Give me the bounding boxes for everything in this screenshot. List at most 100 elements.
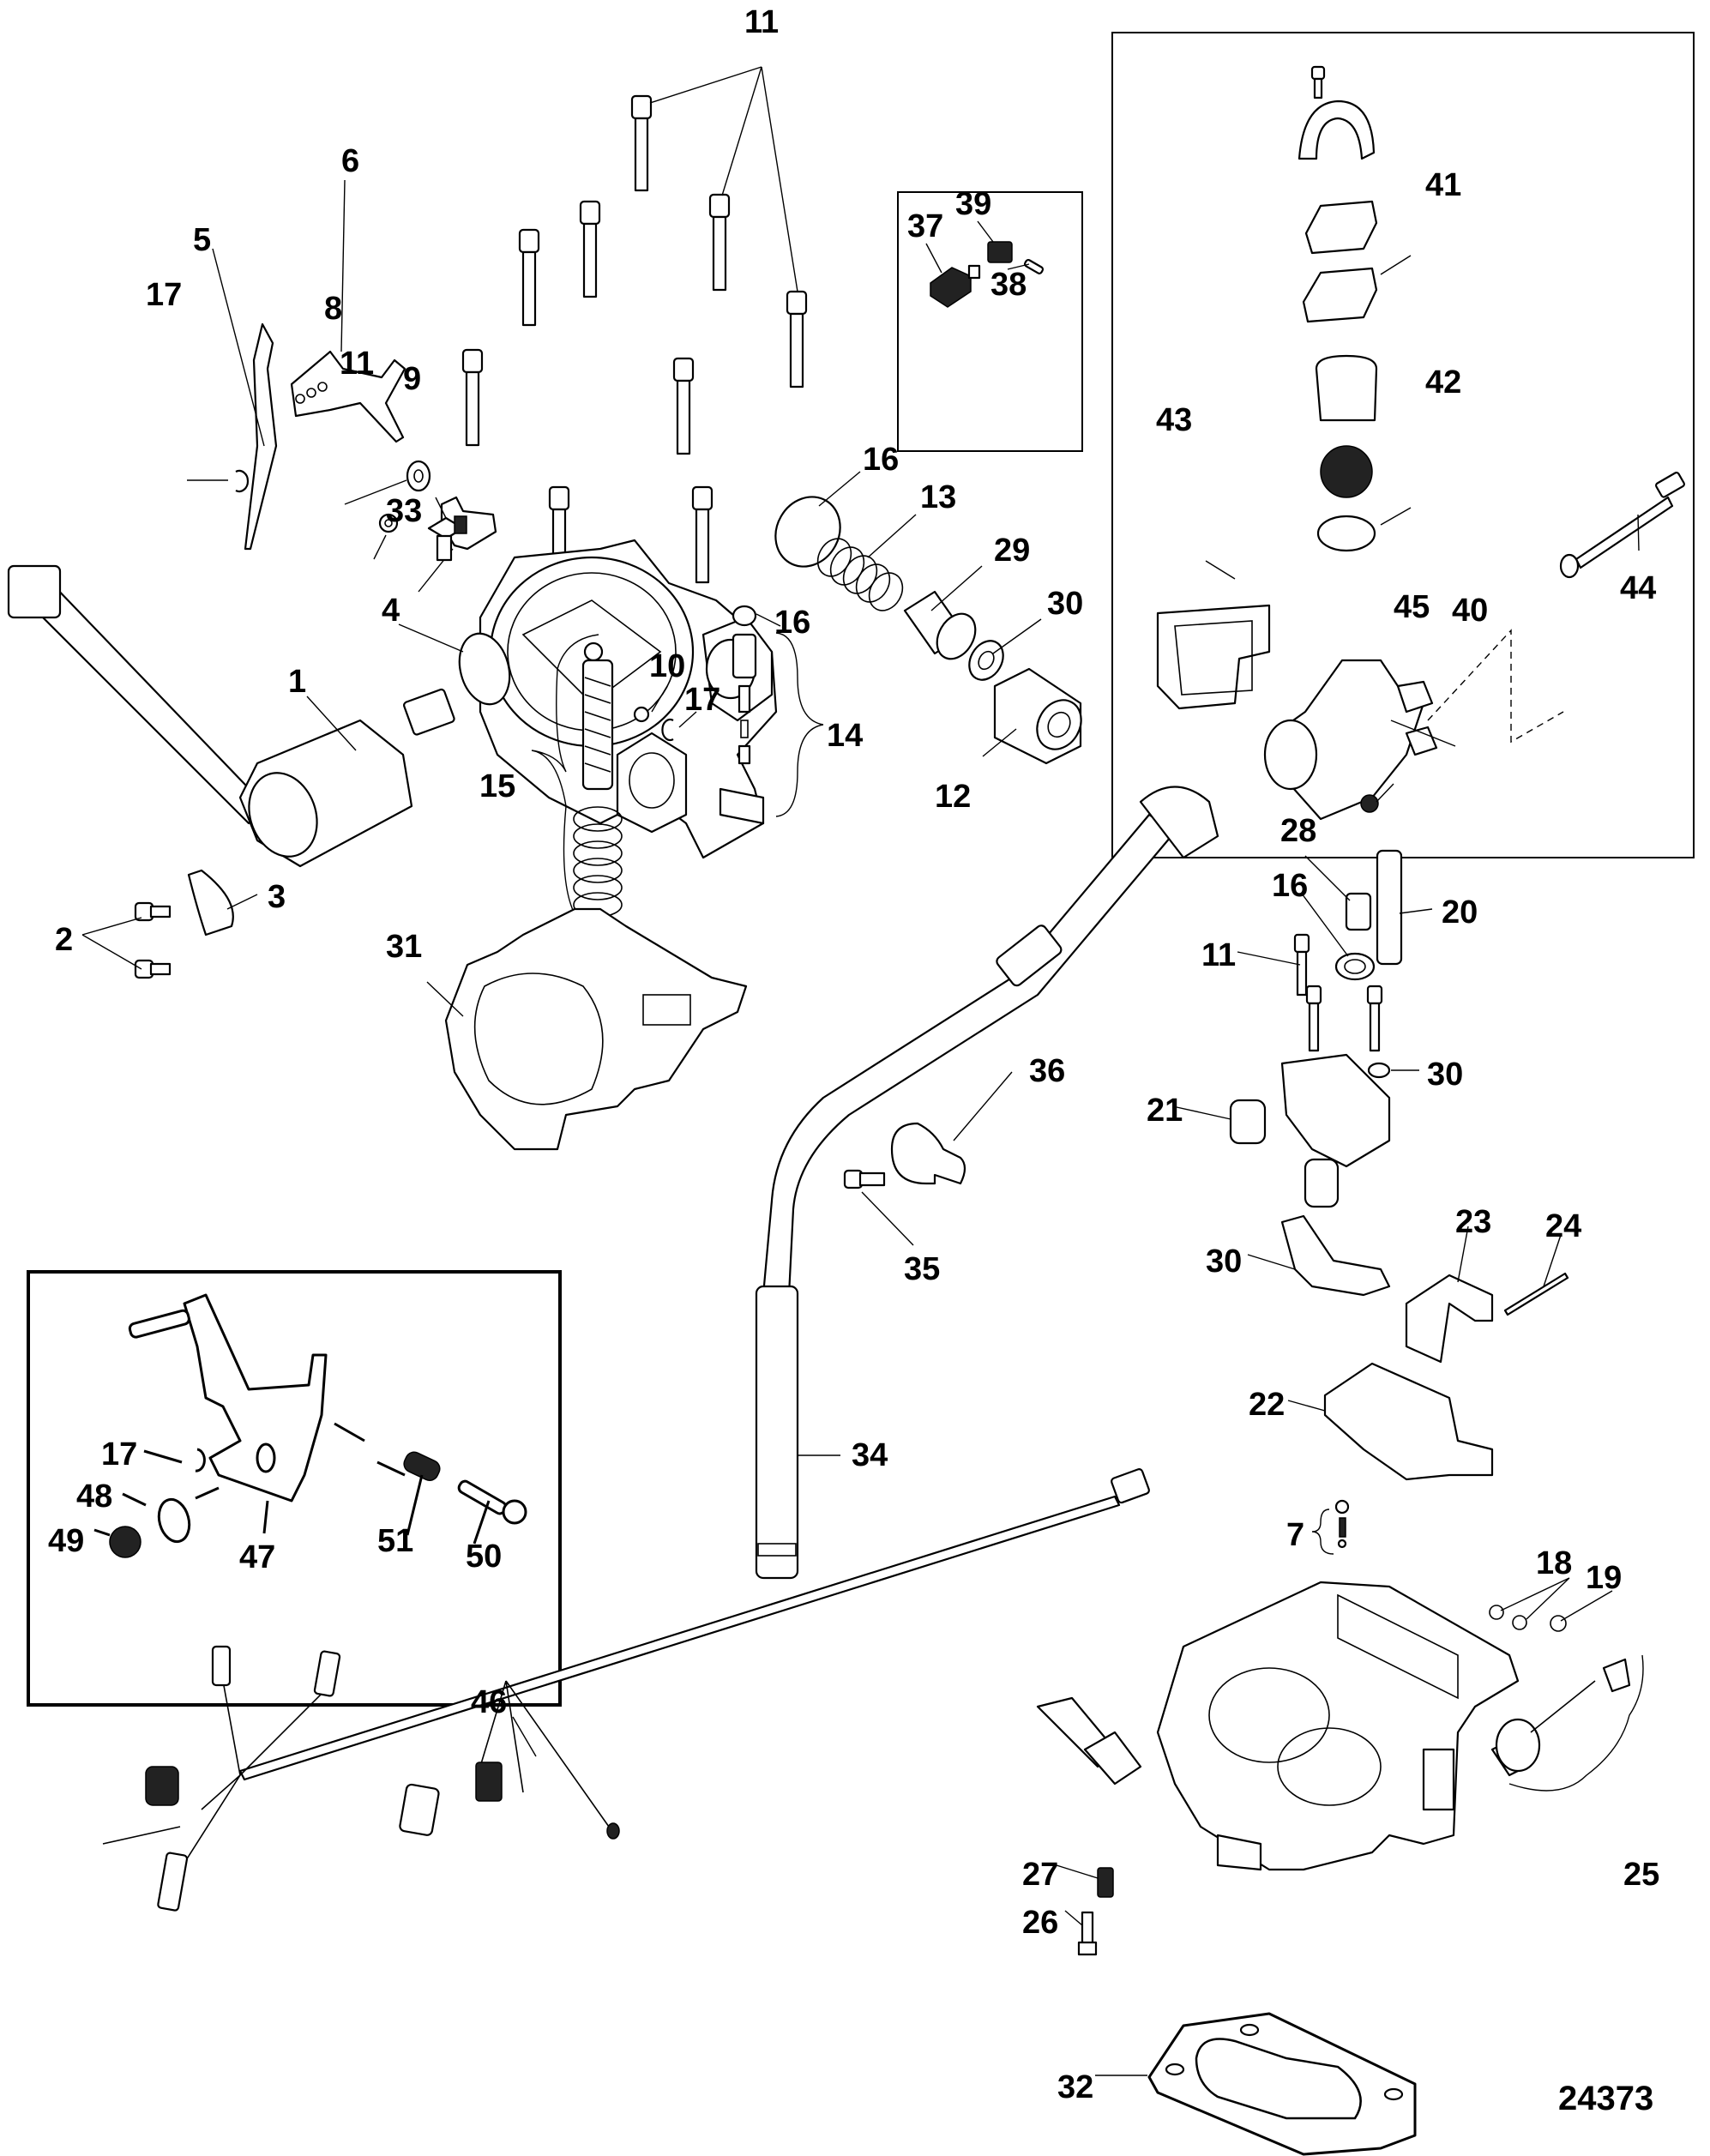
washer-30-inlet: [968, 640, 1004, 681]
reference-number: 24373: [1558, 2080, 1653, 2117]
callout-27: 27: [1022, 1857, 1058, 1893]
callout-26: 26: [1022, 1905, 1058, 1941]
nut-49: [109, 1526, 141, 1558]
gasket-31: [444, 907, 748, 1151]
power-valve-14: [732, 632, 824, 817]
callout-29: 29: [994, 533, 1030, 569]
callout-5: 5: [193, 222, 211, 258]
connector-39: [987, 241, 1013, 263]
callout-14: 14: [827, 718, 863, 754]
retainer-10: [633, 706, 650, 723]
callout-40: 40: [1452, 593, 1488, 629]
clip-17-top: [235, 469, 250, 493]
fitting-33: [427, 515, 467, 562]
tube-20: [1376, 849, 1403, 966]
valve-28: [1345, 892, 1372, 931]
choke-lever-5: [244, 322, 278, 551]
callout-41: 41: [1425, 167, 1461, 203]
callout-28: 28: [1280, 813, 1316, 849]
pin-38: [1023, 258, 1045, 274]
callout-42: 42: [1425, 364, 1461, 400]
gasket-32: [1147, 2012, 1417, 2156]
throttle-lever-inset-frame: [27, 1270, 562, 1707]
callout-4: 4: [382, 593, 400, 629]
bolts-11-lower: [1293, 933, 1383, 1052]
thermostat-housing-parts: [1156, 65, 1685, 821]
callout-36: 36: [1029, 1053, 1065, 1089]
callout-12: 12: [935, 779, 971, 815]
callout-37: 37: [907, 208, 943, 244]
spring-13: [816, 538, 904, 611]
callout-23: 23: [1455, 1204, 1491, 1240]
filter-29: [903, 590, 977, 660]
callout-17: 17: [684, 682, 720, 718]
carburetor-upper-body: [479, 539, 778, 859]
thermostat-inset-frame: [1111, 32, 1695, 858]
callout-50: 50: [466, 1539, 502, 1575]
sensor-inset-frame: [897, 191, 1083, 452]
callout-33: 33: [386, 493, 422, 529]
callout-35: 35: [904, 1251, 940, 1287]
screws-18: [1489, 1605, 1527, 1630]
float-21: [1229, 1053, 1391, 1208]
clip-17-inset: [195, 1448, 206, 1472]
callout-16: 16: [863, 442, 899, 478]
screw-19: [1550, 1615, 1567, 1632]
callout-31: 31: [386, 929, 422, 965]
screw-35: [843, 1169, 886, 1189]
callout-6: 6: [341, 143, 359, 179]
callout-9: 9: [403, 361, 421, 397]
screws-2: [81, 901, 172, 979]
callout-13: 13: [920, 479, 956, 515]
choke-bracket-6: [290, 350, 406, 443]
callout-38: 38: [990, 267, 1027, 303]
callout-10: 10: [649, 648, 685, 684]
callout-15: 15: [479, 768, 515, 804]
callout-16: 16: [1272, 868, 1308, 904]
vent-tube-34: [755, 786, 1219, 1580]
accelerator-pump-15: [531, 634, 623, 936]
inlet-nut-12: [993, 667, 1082, 765]
callout-21: 21: [1147, 1093, 1183, 1129]
screw-11-small: [378, 513, 399, 533]
callout-48: 48: [76, 1478, 112, 1515]
screw-26: [1077, 1911, 1098, 1956]
pin-24: [1503, 1272, 1569, 1316]
callout-25: 25: [1623, 1857, 1659, 1893]
carburetor-lower-body: [1036, 1581, 1520, 1871]
bolt-group-11: [461, 66, 808, 584]
callout-1: 1: [288, 664, 306, 700]
temp-sensor-37: [930, 264, 981, 308]
callout-51: 51: [377, 1523, 413, 1559]
spring-51: [403, 1451, 441, 1481]
callout-30: 30: [1047, 586, 1083, 622]
spring-27: [1097, 1867, 1114, 1898]
throttle-lever-47: [128, 1293, 328, 1503]
callout-43: 43: [1156, 402, 1192, 438]
callout-17: 17: [101, 1436, 137, 1472]
callout-16: 16: [774, 605, 810, 641]
callout-30: 30: [1206, 1244, 1242, 1280]
idle-mixture-25: [1490, 1654, 1644, 1792]
screw-50: [457, 1479, 527, 1525]
clip-17-pump: [661, 718, 674, 742]
callout-20: 20: [1442, 894, 1478, 930]
plate-30-lower: [1280, 1214, 1391, 1297]
callout-3: 3: [268, 879, 286, 915]
callout-45: 45: [1394, 589, 1430, 625]
washer-8: [406, 460, 431, 492]
washer-48: [157, 1497, 191, 1544]
callout-17: 17: [146, 277, 182, 313]
callout-11: 11: [744, 4, 779, 40]
callout-11: 11: [1201, 937, 1236, 973]
o-ring-4: [458, 632, 511, 706]
electric-choke-1: [7, 564, 455, 868]
callout-47: 47: [239, 1539, 275, 1575]
callout-49: 49: [48, 1523, 84, 1559]
callout-labels: 11 6 5 17 8 11 9 37 39 38 41 42 43 45 40…: [48, 4, 1659, 2117]
choke-22: [1323, 1362, 1494, 1481]
callout-2: 2: [55, 922, 73, 958]
callout-22: 22: [1249, 1387, 1285, 1423]
callout-24: 24: [1545, 1208, 1581, 1244]
